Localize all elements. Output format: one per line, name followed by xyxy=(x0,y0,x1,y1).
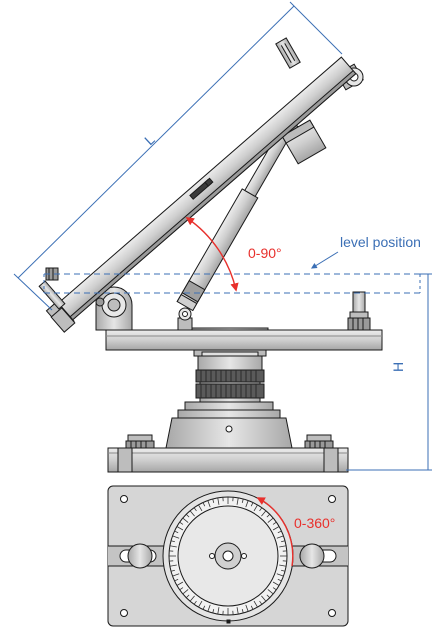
corner-hole xyxy=(329,496,336,503)
clamp-knob-right xyxy=(300,544,324,568)
leveling-knob-left xyxy=(126,435,154,448)
height-label: H xyxy=(390,362,406,372)
top-plate xyxy=(106,330,382,350)
pedestal xyxy=(166,418,292,448)
level-position-arrow xyxy=(312,252,338,268)
strut-pivot xyxy=(178,308,192,330)
rotation-range-label: 0-360° xyxy=(294,515,335,531)
top-view xyxy=(108,486,348,626)
stop-post xyxy=(348,292,370,330)
base-plate xyxy=(108,448,348,472)
corner-hole xyxy=(329,610,336,617)
length-dimension xyxy=(14,2,342,310)
level-position-label: level position xyxy=(340,234,421,250)
clamp-knob-left xyxy=(128,544,152,568)
leveling-knob-right xyxy=(305,435,333,448)
corner-hole xyxy=(121,610,128,617)
corner-hole xyxy=(121,496,128,503)
tilt-range-label: 0-90° xyxy=(248,245,282,261)
length-label: L xyxy=(141,131,158,148)
side-view xyxy=(39,38,382,472)
arm-top-holder xyxy=(276,38,300,68)
